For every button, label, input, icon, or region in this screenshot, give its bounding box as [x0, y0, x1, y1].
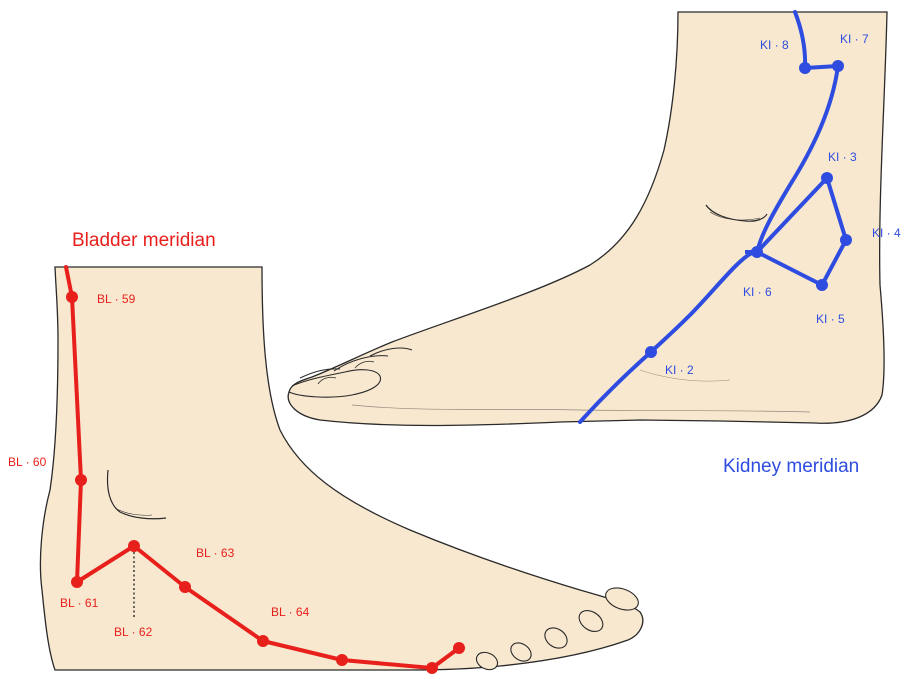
kidney-meridian-title: Kidney meridian	[723, 456, 859, 477]
ki6-label: KI · 6	[743, 285, 772, 299]
bl59-point[interactable]	[66, 291, 78, 303]
bl66-point[interactable]	[426, 662, 438, 674]
bl60-label: BL · 60	[8, 455, 47, 469]
bl59-label: BL · 59	[97, 292, 136, 306]
bl62-label: BL · 62	[114, 625, 153, 639]
ki2-label: KI · 2	[665, 363, 694, 377]
bl61-point[interactable]	[71, 576, 83, 588]
ki3-point[interactable]	[821, 172, 833, 184]
ki2-point[interactable]	[645, 346, 657, 358]
ki7-point[interactable]	[832, 60, 844, 72]
ki5-point[interactable]	[816, 279, 828, 291]
bl67-point[interactable]	[453, 642, 465, 654]
bl64-label: BL · 64	[271, 605, 310, 619]
ki8-label: KI · 8	[760, 38, 789, 52]
ki6-point[interactable]	[751, 246, 763, 258]
ki5-label: KI · 5	[816, 312, 845, 326]
ki4-label: KI · 4	[872, 226, 901, 240]
bl62-point[interactable]	[128, 540, 140, 552]
bl65-point[interactable]	[336, 654, 348, 666]
bl60-point[interactable]	[75, 474, 87, 486]
bladder-meridian-title: Bladder meridian	[72, 230, 216, 251]
bl63-label: BL · 63	[196, 546, 235, 560]
ki7-label: KI · 7	[840, 32, 869, 46]
bl61-label: BL · 61	[60, 596, 99, 610]
bl64-point[interactable]	[257, 635, 269, 647]
ki8-point[interactable]	[799, 62, 811, 74]
ki3-label: KI · 3	[828, 150, 857, 164]
ki4-point[interactable]	[840, 234, 852, 246]
bl63-point[interactable]	[179, 581, 191, 593]
